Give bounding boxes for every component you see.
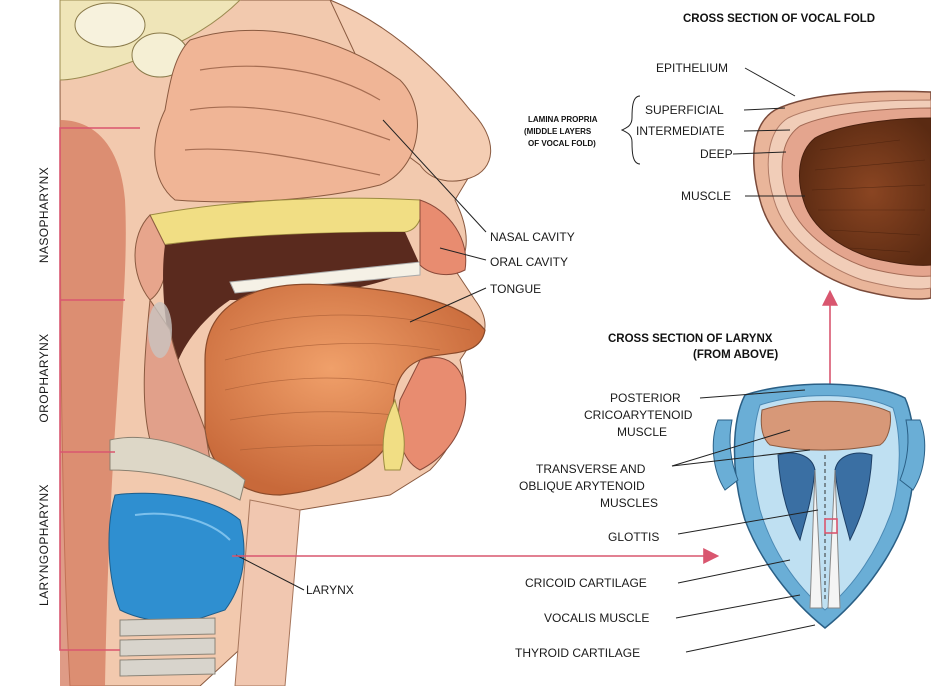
lamina-propria-line-1: LAMINA PROPRIA	[528, 115, 598, 124]
label-tongue: TONGUE	[490, 282, 541, 296]
label-epithelium: EPITHELIUM	[656, 61, 728, 75]
label-oral-cavity: ORAL CAVITY	[490, 255, 568, 269]
label-transverse-line-3: MUSCLES	[600, 496, 658, 510]
larynx-section-title-line-2: (FROM ABOVE)	[693, 349, 778, 361]
label-muscle: MUSCLE	[681, 189, 731, 203]
label-nasal-cavity: NASAL CAVITY	[490, 230, 575, 244]
vocal-fold-title: CROSS SECTION OF VOCAL FOLD	[683, 13, 875, 25]
lamina-propria-line-3: OF VOCAL FOLD)	[528, 139, 596, 148]
vocal-fold-illustration	[754, 91, 931, 299]
label-superficial: SUPERFICIAL	[645, 103, 724, 117]
region-label-laryngopharynx: LARYNGOPHARYNX	[37, 484, 51, 606]
label-posterior-line-3: MUSCLE	[617, 425, 667, 439]
label-deep: DEEP	[700, 147, 733, 161]
larynx-section-title-line-1: CROSS SECTION OF LARYNX	[608, 333, 773, 345]
larynx-cross-section-illustration	[713, 384, 924, 628]
label-glottis: GLOTTIS	[608, 530, 659, 544]
label-transverse-line-2: OBLIQUE ARYTENOID	[519, 479, 645, 493]
label-transverse-line-1: TRANSVERSE AND	[536, 462, 646, 476]
label-posterior-line-2: CRICOARYTENOID	[584, 408, 693, 422]
label-thyroid-cartilage: THYROID CARTILAGE	[515, 646, 640, 660]
region-label-nasopharynx: NASOPHARYNX	[37, 167, 51, 263]
label-intermediate: INTERMEDIATE	[636, 124, 724, 138]
label-larynx: LARYNX	[306, 583, 354, 597]
region-label-oropharynx: OROPHARYNX	[37, 333, 51, 422]
lamina-propria-line-2: (MIDDLE LAYERS	[524, 127, 592, 136]
sagittal-head-illustration	[60, 0, 491, 686]
label-cricoid-cartilage: CRICOID CARTILAGE	[525, 576, 647, 590]
label-posterior-line-1: POSTERIOR	[610, 391, 681, 405]
label-vocalis-muscle: VOCALIS MUSCLE	[544, 611, 649, 625]
